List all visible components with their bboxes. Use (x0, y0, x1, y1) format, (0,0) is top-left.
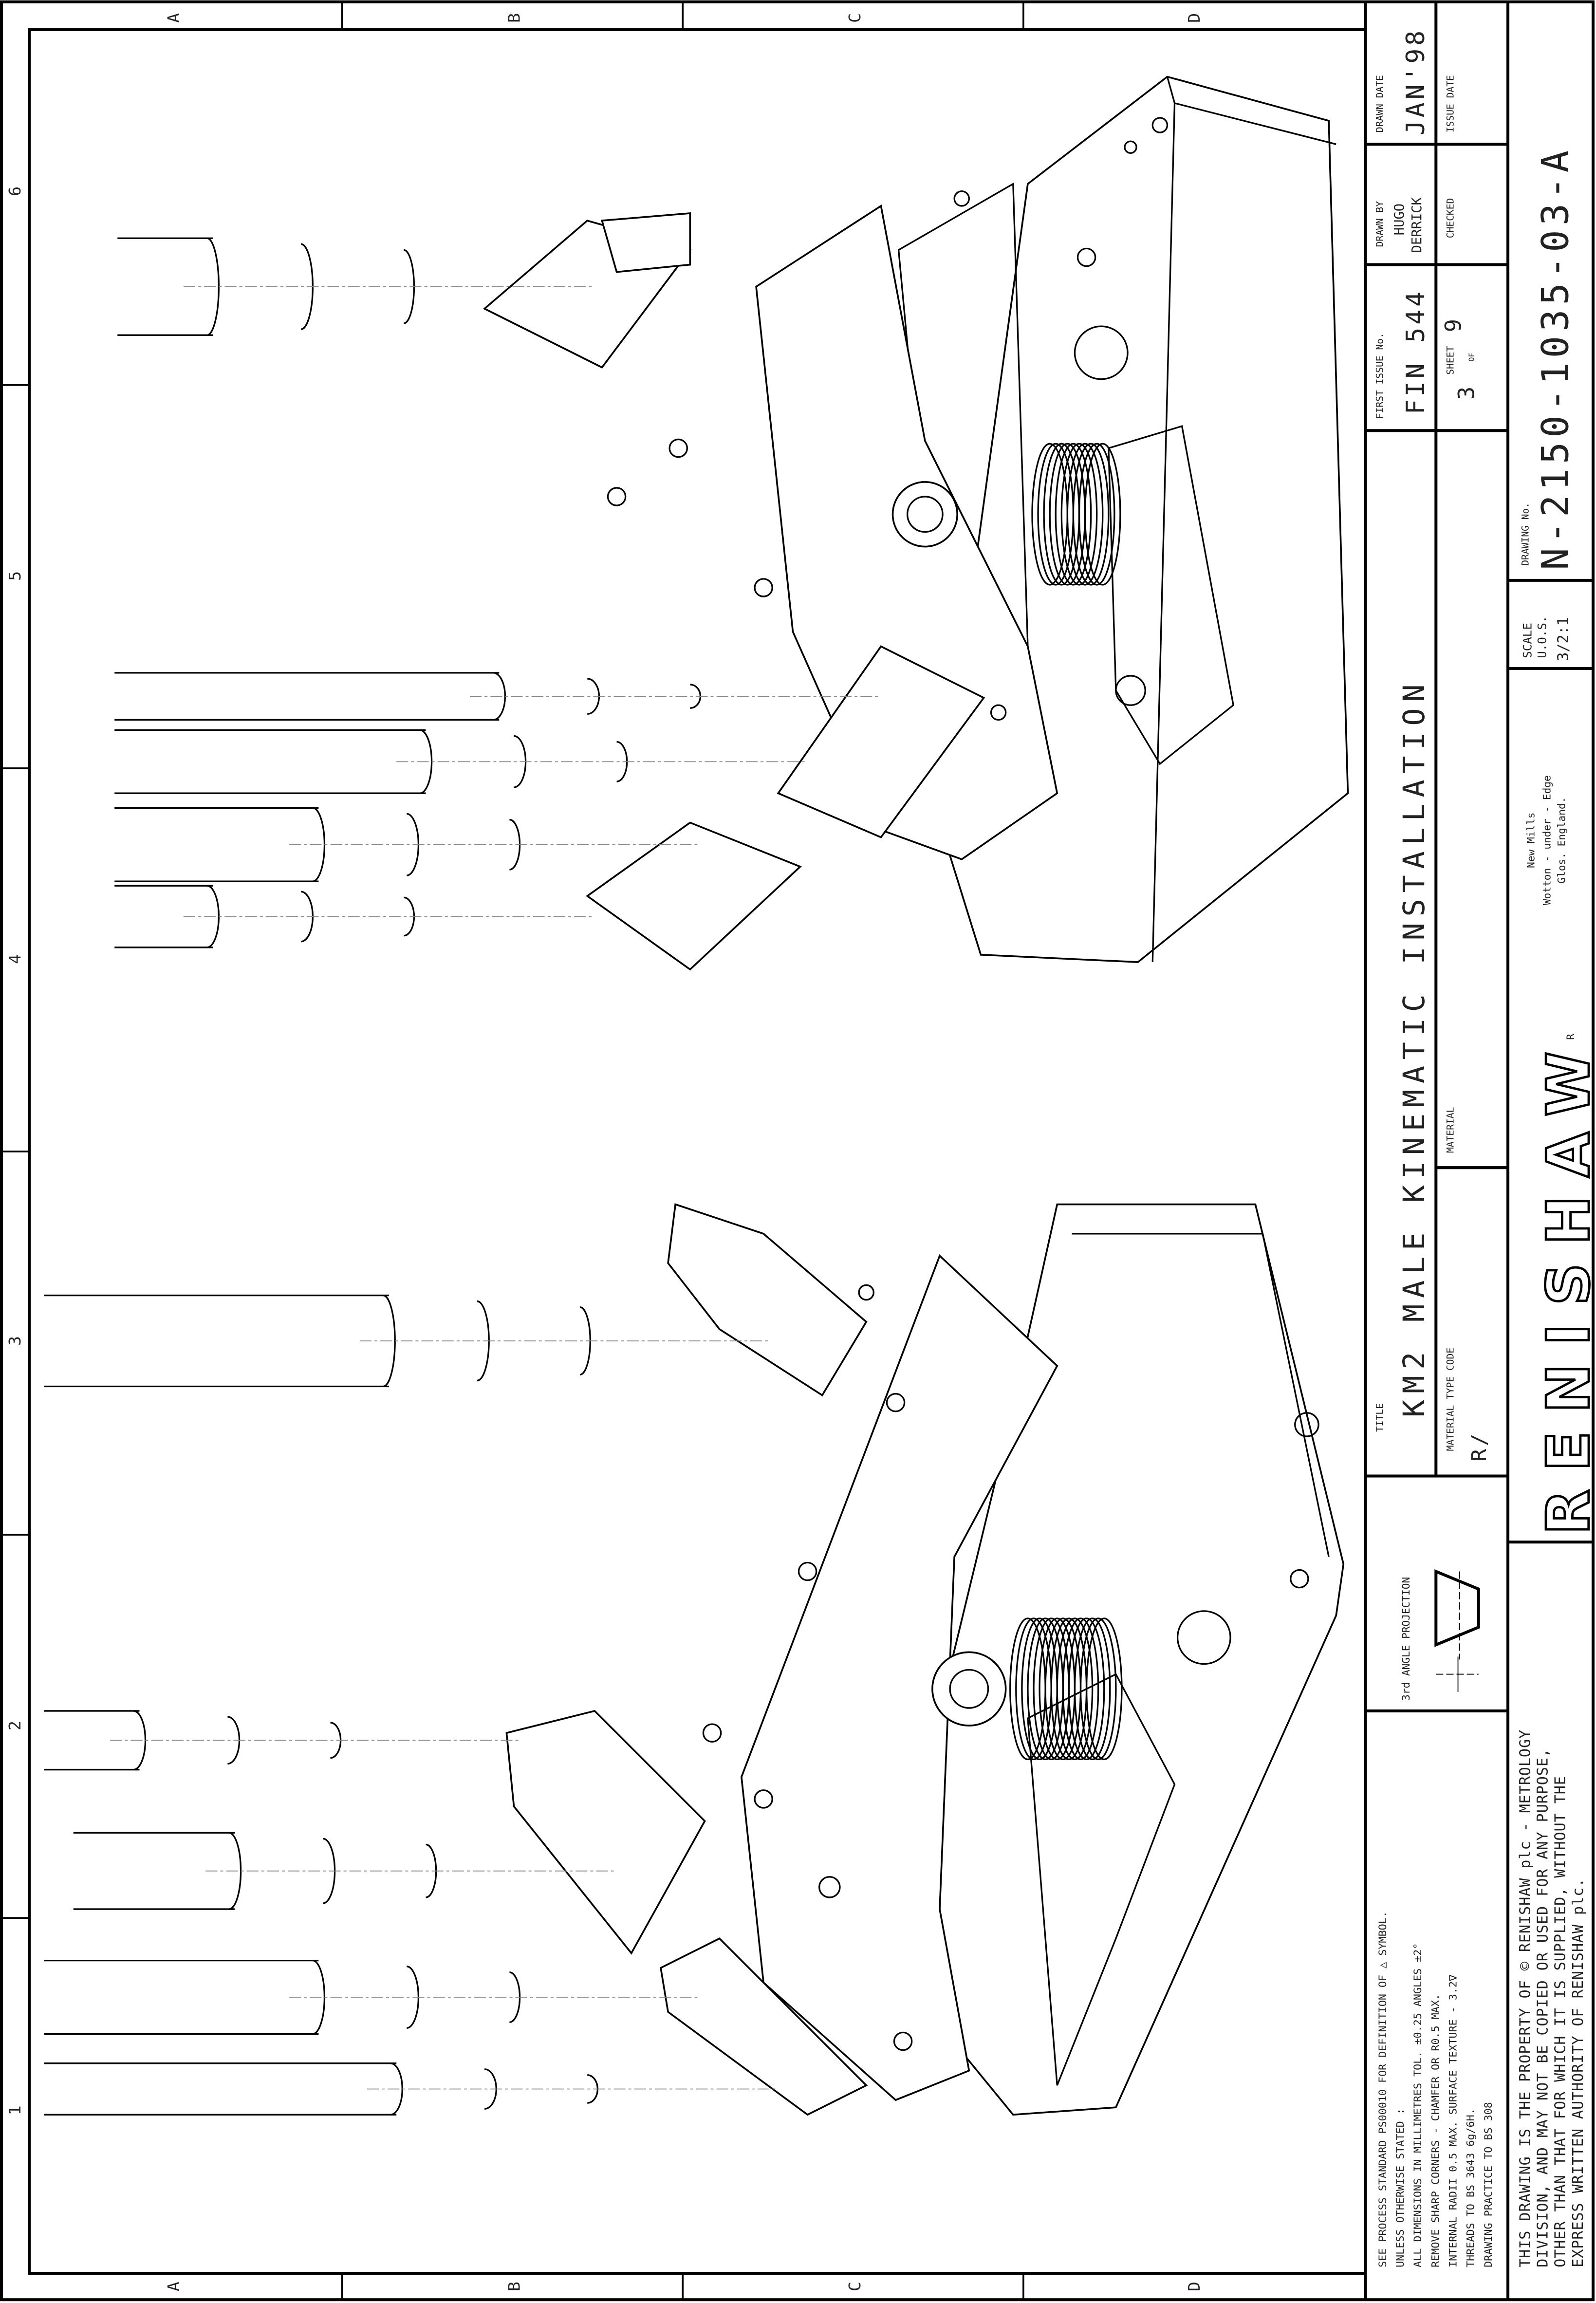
pin-part (114, 672, 881, 721)
pin-part (44, 1959, 701, 2035)
pin-part (114, 729, 808, 794)
pin-part (44, 2062, 779, 2116)
lower-clamp-middle (505, 1709, 706, 1955)
sheet-of: OF (1467, 353, 1476, 361)
grid-column-bottom: B (505, 2282, 524, 2291)
grid-column-bottom: D (1185, 2282, 1204, 2291)
coil-turn (1085, 1617, 1123, 1761)
drawn-by-first-name: HUGO (1392, 204, 1407, 235)
first-issue-label: FIRST ISSUE No. (1374, 333, 1386, 419)
title-block (1364, 1, 1593, 2300)
grid-column-top: D (1185, 13, 1204, 23)
note-line: DRAWING PRACTICE TO BS 308 (1483, 2102, 1495, 2267)
note-line: INTERNAL RADII 0.5 MAX. SURFACE TEXTURE … (1448, 1974, 1460, 2267)
grid-row: 1 (5, 2105, 24, 2115)
drawn-date-label: DRAWN DATE (1374, 75, 1386, 132)
grid-row: 3 (5, 1336, 24, 1346)
address-line-1: New Mills (1524, 813, 1537, 868)
registered-mark: R (1564, 1034, 1577, 1040)
scale-label: SCALE (1521, 623, 1534, 658)
coil-turn (1060, 443, 1098, 586)
coil-turn (1074, 1617, 1111, 1761)
issue-date-label: ISSUE DATE (1445, 75, 1456, 132)
note-line: SEE PROCESS STANDARD PS00010 FOR DEFINIT… (1377, 1911, 1389, 2267)
sheet-total: 9 (1441, 316, 1466, 332)
sheet-number: 3 (1454, 384, 1480, 400)
drawn-date-value: JAN'98 (1401, 28, 1430, 135)
coil-turn (1072, 443, 1110, 586)
sheet-label: SHEET (1445, 346, 1456, 375)
pin-part (114, 807, 701, 882)
title-label: TITLE (1374, 1403, 1386, 1432)
pin-part (114, 885, 595, 948)
grid-column-top: C (845, 13, 864, 23)
coil-turn (1079, 1617, 1117, 1761)
drawing-title: KM2 MALE KINEMATIC INSTALLATION (1397, 678, 1431, 1417)
lower-base-block (880, 1203, 1345, 2116)
grid-row: 6 (5, 186, 24, 196)
coil-turn (1056, 1617, 1094, 1761)
lower-spring-coil (1009, 1617, 1123, 1761)
grid-row: 5 (5, 571, 24, 581)
pin-part (44, 1710, 521, 1771)
coil-turn (1084, 443, 1121, 586)
coil-turn (1062, 1617, 1099, 1761)
grid-column-top: A (164, 13, 183, 23)
grid-column-bottom: C (845, 2282, 864, 2291)
copyright-notice: THIS DRAWING IS THE PROPERTY OF © RENISH… (1517, 1729, 1587, 2267)
coil-turn (1078, 443, 1115, 586)
projection-label: 3rd ANGLE PROJECTION (1400, 1577, 1412, 1701)
material-type-code-label: MATERIAL TYPE CODE (1445, 1348, 1456, 1451)
lower-mounting-plate (741, 1254, 1058, 2101)
copyright-line: THIS DRAWING IS THE PROPERTY OF © RENISH… (1517, 1729, 1534, 2267)
note-line: REMOVE SHARP CORNERS - CHAMFER OR R0.5 M… (1429, 1994, 1442, 2267)
coil-turn (1066, 443, 1104, 586)
note-line: THREADS TO BS 3643 6g/6H. (1465, 2108, 1477, 2267)
drawn-by-last-name: DERRICK (1410, 197, 1425, 253)
checked-label: CHECKED (1445, 198, 1456, 239)
grid-row: 4 (5, 954, 24, 964)
material-label: MATERIAL (1445, 1107, 1456, 1153)
drawn-by-label: DRAWN BY (1374, 201, 1386, 247)
upper-spring-coil (1031, 443, 1121, 586)
grid-reference-labels: A A B B C C D D 6 5 4 3 2 1 (5, 13, 1204, 2291)
pin-part (73, 1832, 617, 1910)
scale-value: 3/2:1 (1555, 617, 1572, 661)
drawing-no-label: DRAWING No. (1520, 502, 1531, 566)
scale-uos: U.O.S. (1535, 616, 1549, 658)
address-line-2: Wotton - under - Edge (1541, 775, 1553, 905)
note-line: ALL DIMENSIONS IN MILLIMETRES TOL. ±0.25… (1412, 1943, 1424, 2267)
copyright-line: EXPRESS WRITTEN AUTHORITY OF RENISHAW pl… (1570, 1878, 1587, 2267)
exploded-pins (44, 237, 881, 2116)
note-line: UNLESS OTHERWISE STATED : (1394, 2108, 1407, 2267)
pin-part (117, 237, 595, 336)
exploded-assembly-views (44, 75, 1349, 2116)
coil-turn (1055, 443, 1092, 586)
copyright-line: OTHER THAN THAT FOR WHICH IT IS SUPPLIED… (1552, 1776, 1569, 2267)
grid-column-top: B (505, 13, 524, 23)
lower-assembly-view (505, 1203, 1345, 2116)
grid-row: 2 (5, 1721, 24, 1730)
drawing-number: N-2150-1035-03-A (1534, 146, 1577, 570)
third-angle-projection-symbol (1434, 1569, 1480, 1692)
copyright-line: DIVISION, AND MAY NOT BE COPIED OR USED … (1534, 1748, 1551, 2267)
general-notes: SEE PROCESS STANDARD PS00010 FOR DEFINIT… (1377, 1911, 1495, 2267)
lower-clamp-top (667, 1203, 868, 1397)
address-line-3: Glos. England. (1556, 797, 1568, 884)
pin-part (44, 1294, 771, 1388)
coil-turn (1068, 1617, 1105, 1761)
upper-assembly-view (483, 75, 1349, 971)
upper-clamp-left (586, 821, 802, 971)
material-type-code: R/ (1467, 1430, 1491, 1461)
first-issue-value: FIN 544 (1401, 289, 1430, 414)
grid-column-bottom: A (164, 2282, 183, 2291)
lower-clamp-bottom (660, 1937, 868, 2116)
